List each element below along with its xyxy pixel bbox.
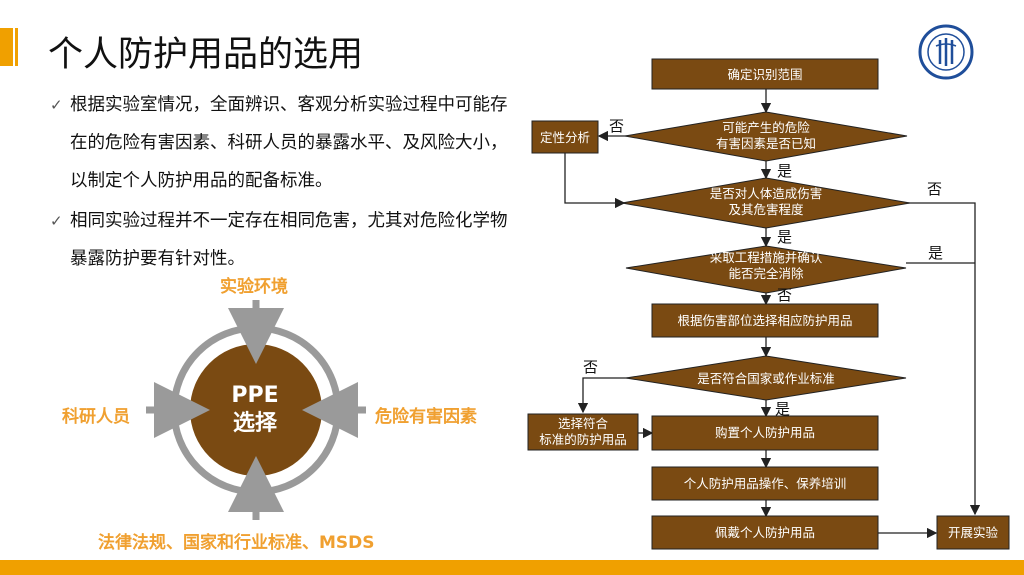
flow-alt-line2: 标准的防护用品	[539, 432, 627, 447]
flow-no-label: 否	[609, 117, 624, 135]
title-accent-bar	[0, 28, 20, 66]
ppe-label-standards: 法律法规、国家和行业标准、MSDS	[98, 533, 375, 553]
check-icon: ✓	[50, 212, 63, 230]
flow-no-label: 否	[777, 286, 792, 304]
accent-block	[0, 28, 13, 66]
flow-yes-label: 是	[928, 244, 943, 262]
flow-alt-line1: 选择符合	[558, 416, 609, 431]
flow-hazard-known	[624, 111, 908, 162]
bullet-item: ✓ 相同实验过程并不一定存在相同危害，尤其对危险化学物暴露防护要有针对性。	[50, 202, 520, 278]
page-title: 个人防护用品的选用	[48, 35, 364, 75]
ppe-core	[190, 344, 322, 476]
flow-standard-label: 是否符合国家或作业标准	[697, 371, 835, 386]
ppe-label-personnel: 科研人员	[62, 407, 130, 427]
flow-qualitative-label: 定性分析	[540, 130, 590, 145]
ppe-label-hazards: 危险有害因素	[375, 407, 477, 427]
flow-engineering-line1: 采取工程措施并确认	[710, 250, 823, 265]
flow-no-label: 否	[927, 180, 942, 198]
flow-alt-ppe	[527, 413, 639, 451]
bullet-text: 相同实验过程并不一定存在相同危害，尤其对危险化学物暴露防护要有针对性。	[70, 211, 508, 269]
ppe-center-line1: PPE	[231, 383, 279, 408]
ppe-center-line2: 选择	[232, 411, 277, 436]
ppe-diagram	[146, 300, 366, 520]
flow-confirm-scope	[651, 58, 879, 90]
flow-start-label: 开展实验	[948, 525, 999, 540]
flow-harm-assessment	[621, 177, 911, 229]
flow-confirm-scope-label: 确定识别范围	[727, 67, 802, 82]
flow-buy-label: 购置个人防护用品	[715, 425, 815, 440]
flow-harm-line2: 及其危害程度	[728, 202, 804, 217]
bullet-text: 根据实验室情况，全面辨识、客观分析实验过程中可能存在的危险有害因素、科研人员的暴…	[70, 95, 508, 191]
flow-no-label: 否	[583, 358, 598, 376]
university-seal-icon	[918, 24, 974, 80]
flow-start-experiment	[936, 515, 1010, 550]
flow-qualitative	[531, 120, 599, 154]
flow-wear-label: 佩戴个人防护用品	[715, 525, 815, 540]
flow-yes-label: 是	[777, 162, 792, 180]
ppe-label-environment: 实验环境	[220, 277, 288, 297]
flow-wear-ppe	[651, 515, 879, 550]
footer-bar	[0, 560, 1024, 575]
flow-engineering-line2: 能否完全消除	[728, 266, 804, 281]
bullet-item: ✓ 根据实验室情况，全面辨识、客观分析实验过程中可能存在的危险有害因素、科研人员的…	[50, 86, 520, 200]
flow-training	[651, 466, 879, 501]
flow-engineering	[625, 245, 907, 294]
flow-yes-label: 是	[777, 228, 792, 246]
accent-stripe	[15, 28, 18, 66]
bullet-list: ✓ 根据实验室情况，全面辨识、客观分析实验过程中可能存在的危险有害因素、科研人员的…	[50, 86, 520, 280]
check-icon: ✓	[50, 96, 63, 114]
flow-standard-check	[625, 355, 907, 401]
flow-yes-label: 是	[775, 400, 790, 418]
flow-training-label: 个人防护用品操作、保养培训	[684, 476, 847, 491]
flow-select-ppe-label: 根据伤害部位选择相应防护用品	[677, 313, 852, 328]
ppe-center-label: PPE 选择	[190, 382, 320, 438]
flow-select-ppe	[651, 303, 879, 338]
flow-harm-line1: 是否对人体造成伤害	[710, 186, 823, 201]
flow-hazard-known-line2: 有害因素是否已知	[716, 136, 816, 151]
flow-hazard-known-line1: 可能产生的危险	[722, 120, 810, 135]
flow-buy-ppe	[651, 415, 879, 451]
